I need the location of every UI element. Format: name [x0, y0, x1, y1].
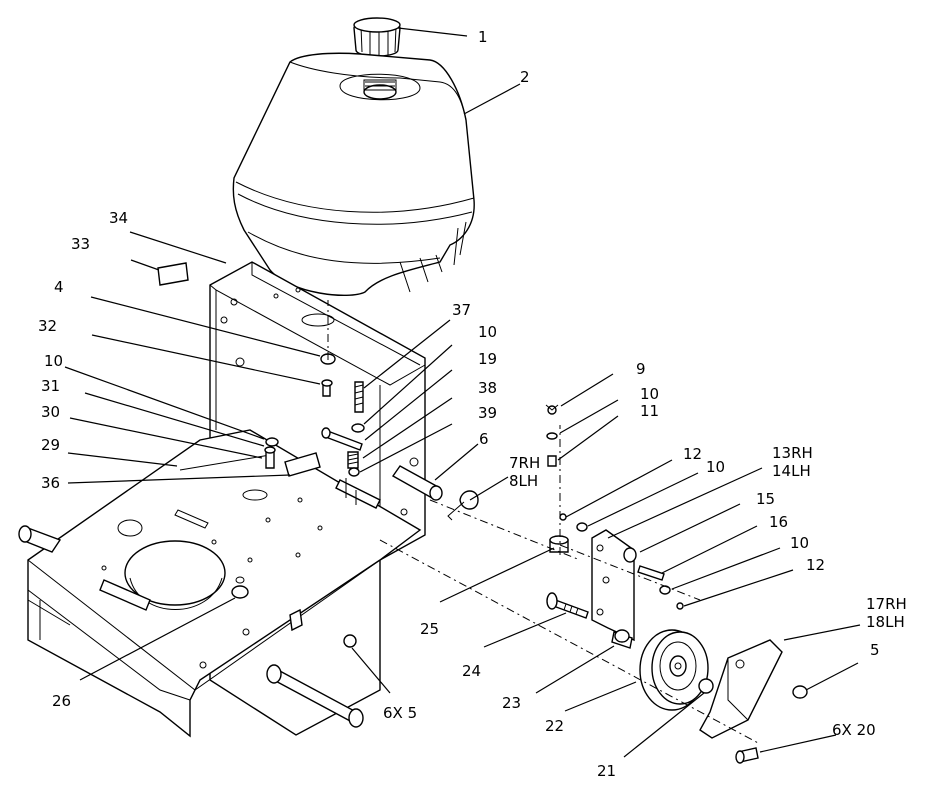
callout-21: 21 — [597, 762, 616, 780]
callout-37: 37 — [452, 301, 471, 319]
callout-30: 30 — [41, 403, 60, 421]
callout-31: 31 — [41, 377, 60, 395]
callout-6: 6 — [479, 430, 489, 448]
callout-23: 23 — [502, 694, 521, 712]
callout-24: 24 — [462, 662, 481, 680]
callout-12-upper: 12 — [683, 445, 702, 463]
callout-14lh: 14LH — [772, 462, 811, 480]
nut-39-part — [348, 467, 360, 477]
decal-part — [157, 262, 189, 286]
callout-1: 1 — [478, 28, 488, 46]
callout-10-upper-right: 10 — [640, 385, 659, 403]
callout-6x20: 6X 20 — [832, 721, 876, 739]
main-deck-part — [18, 429, 422, 738]
callout-9: 9 — [636, 360, 646, 378]
callout-10-lower-right: 10 — [790, 534, 809, 552]
nut-21-part — [698, 678, 714, 694]
callout-25: 25 — [420, 620, 439, 638]
callout-12-lower: 12 — [806, 556, 825, 574]
callout-18lh: 18LH — [866, 613, 905, 631]
bushing-26-part — [231, 585, 249, 599]
washer-10c-part — [546, 432, 558, 440]
nut-6x5-part — [343, 634, 357, 648]
callout-13rh: 13RH — [772, 444, 813, 462]
pivot-arm-part — [591, 529, 635, 642]
screw-12b-part — [676, 602, 684, 610]
callout-39: 39 — [478, 404, 497, 422]
alignment-lines — [327, 300, 761, 745]
callout-19: 19 — [478, 350, 497, 368]
callout-10-arm: 10 — [706, 458, 725, 476]
callout-22: 22 — [545, 717, 564, 735]
callout-6x5: 6X 5 — [383, 704, 417, 722]
washer-10d-part — [576, 522, 588, 532]
screw-12a-part — [559, 513, 567, 521]
callout-33: 33 — [71, 235, 90, 253]
bolt-30-part — [265, 451, 275, 469]
callout-32: 32 — [38, 317, 57, 335]
callout-8lh: 8LH — [509, 472, 538, 490]
nut-5-part — [792, 685, 808, 699]
fuel-cap-part — [353, 17, 401, 57]
washer-10b-part — [265, 437, 279, 447]
callout-4: 4 — [54, 278, 64, 296]
deck-hardware-group — [231, 353, 479, 648]
callout-17rh: 17RH — [866, 595, 907, 613]
callout-34: 34 — [109, 209, 128, 227]
callout-36: 36 — [41, 474, 60, 492]
callout-29: 29 — [41, 436, 60, 454]
callout-10-left: 10 — [44, 352, 63, 370]
fuel-tank-part — [232, 52, 475, 297]
idler-assembly — [545, 404, 808, 764]
callout-11: 11 — [640, 402, 659, 420]
callout-16: 16 — [769, 513, 788, 531]
callout-7rh: 7RH — [509, 454, 540, 472]
pin-16-part — [637, 565, 665, 581]
callout-10-mid: 10 — [478, 323, 497, 341]
callout-26: 26 — [52, 692, 71, 710]
callout-38: 38 — [478, 379, 497, 397]
nut-31-part — [264, 446, 276, 454]
callout-5: 5 — [870, 641, 880, 659]
bracket-17-part — [699, 639, 783, 739]
callout-15: 15 — [756, 490, 775, 508]
bushing-15-part — [623, 547, 637, 563]
washer-10e-part — [659, 585, 671, 595]
callout-labels: 1 2 34 33 4 32 10 31 30 29 36 26 6X 5 37… — [38, 28, 907, 780]
callout-2: 2 — [520, 68, 530, 86]
decal-36-part — [284, 452, 321, 477]
leader-lines — [64, 27, 861, 758]
torsion-spring-part — [459, 490, 479, 510]
pulley-22-part — [639, 629, 709, 711]
bracket-part — [335, 479, 381, 509]
washer-10a-part — [351, 423, 365, 433]
nut-11-part — [547, 455, 557, 467]
